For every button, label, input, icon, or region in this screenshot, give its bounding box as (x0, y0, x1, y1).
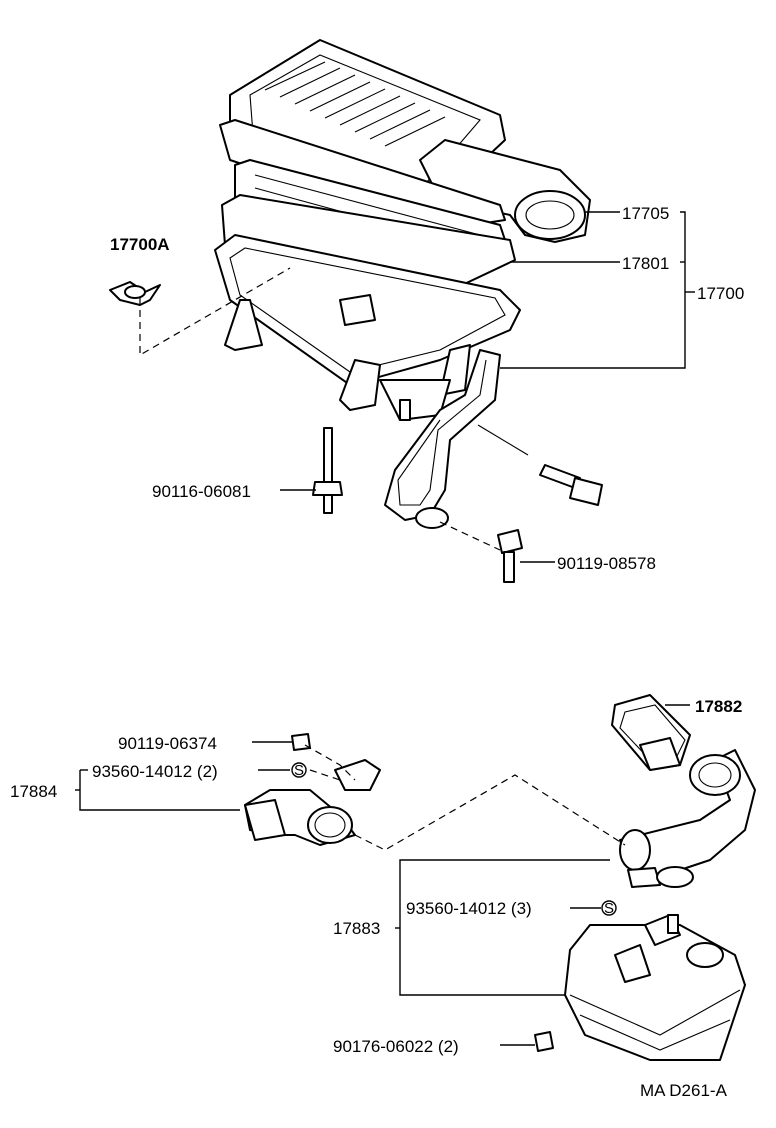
mount-bolt (497, 529, 523, 583)
label-17700: 17700 (697, 284, 744, 303)
clamp-bracket (334, 759, 381, 791)
label-90116-06081: 90116-06081 (152, 482, 251, 501)
diagram-code: MA D261-A (640, 1081, 728, 1100)
label-17801: 17801 (622, 254, 669, 273)
label-90119-06374: 90119-06374 (118, 734, 217, 753)
label-17700A: 17700A (110, 235, 170, 254)
s-mark-upper: S (291, 762, 307, 779)
air-duct-17882 (611, 694, 691, 771)
svg-text:S: S (604, 900, 614, 917)
label-93560-14012-2: 93560-14012 (2) (92, 762, 218, 781)
resonator (564, 914, 746, 1061)
intake-elbow (244, 789, 356, 846)
svg-text:S: S (294, 762, 304, 779)
wing-nut (109, 281, 161, 306)
stud-bolt (312, 427, 343, 514)
vacuum-pipe (477, 424, 603, 506)
label-93560-14012-3: 93560-14012 (3) (406, 899, 532, 918)
label-17882: 17882 (695, 697, 742, 716)
label-17883: 17883 (333, 919, 380, 938)
intake-tube (619, 749, 756, 888)
duct-bolt (291, 733, 311, 751)
label-17705: 17705 (622, 204, 669, 223)
air-cleaner-case (214, 234, 521, 529)
label-17884: 17884 (10, 782, 57, 801)
s-mark-lower: S (601, 900, 617, 917)
label-90119-08578: 90119-08578 (557, 554, 656, 573)
retaining-clip (534, 1031, 554, 1052)
label-90176-06022-2: 90176-06022 (2) (333, 1037, 459, 1056)
